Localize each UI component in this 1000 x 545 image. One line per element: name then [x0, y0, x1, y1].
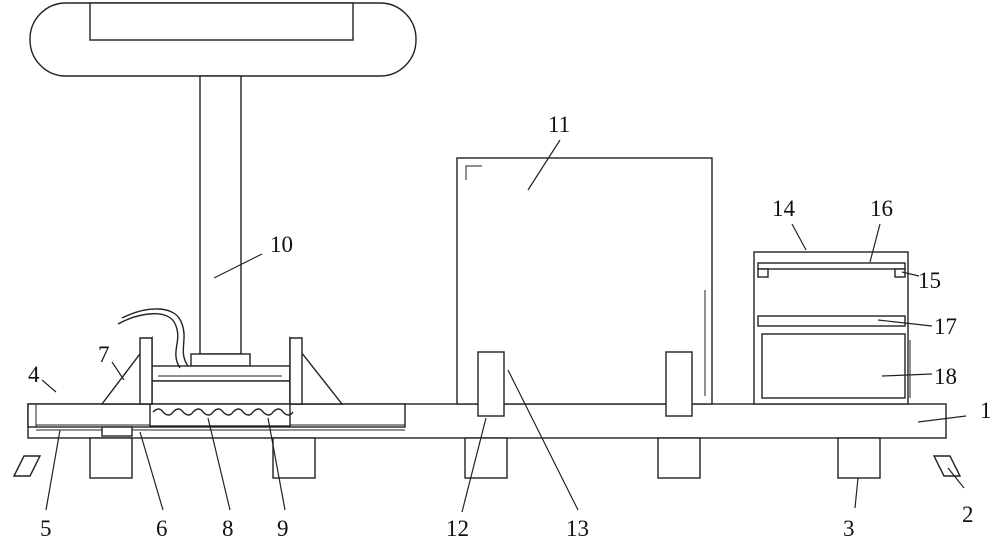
- label-13: 13: [566, 516, 589, 541]
- label-18: 18: [934, 364, 957, 389]
- label-17: 17: [934, 314, 957, 339]
- label-11: 11: [548, 112, 570, 137]
- label-16: 16: [870, 196, 893, 221]
- feet: [89, 437, 881, 479]
- label-4: 4: [28, 362, 40, 387]
- label-5: 5: [40, 516, 52, 541]
- clamp-carriage: [149, 365, 291, 427]
- vertical-column: [190, 75, 251, 367]
- cable-inner: [121, 308, 189, 367]
- cable: [117, 313, 181, 369]
- storage-cabinet: [753, 251, 911, 405]
- label-12: 12: [446, 516, 469, 541]
- top-handle-head: [29, 2, 417, 77]
- label-6: 6: [156, 516, 168, 541]
- label-14: 14: [772, 196, 796, 221]
- label-2: 2: [962, 502, 974, 527]
- reference-numerals: 1 2 3 4 5 6 7 8 9 10 11 12 13 14 15 16 1…: [28, 112, 992, 541]
- triangle-clamps: [100, 335, 344, 405]
- label-15: 15: [918, 268, 941, 293]
- label-1: 1: [980, 398, 992, 423]
- label-7: 7: [98, 342, 110, 367]
- label-10: 10: [270, 232, 293, 257]
- label-9: 9: [277, 516, 289, 541]
- corner-pads: [12, 455, 962, 477]
- leader-lines: [41, 139, 967, 513]
- board-holders: [477, 351, 693, 417]
- label-3: 3: [843, 516, 855, 541]
- label-8: 8: [222, 516, 234, 541]
- spring: [152, 408, 294, 416]
